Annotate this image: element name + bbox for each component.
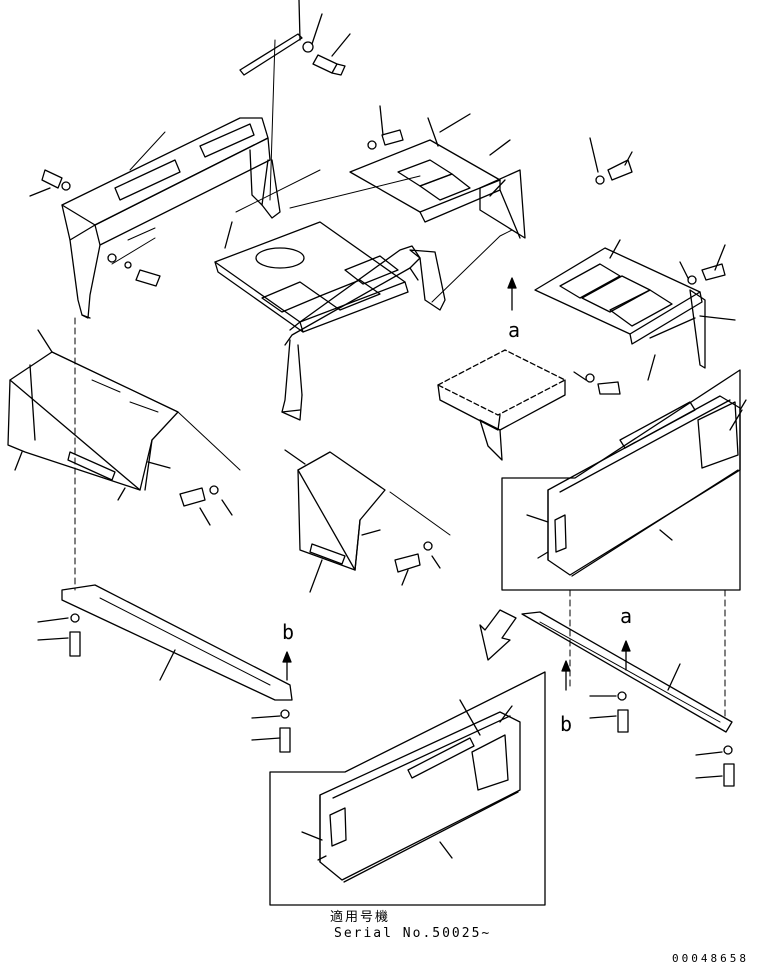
left-bottom-rail xyxy=(37,584,293,753)
left-upper-frame xyxy=(29,39,281,319)
center-tray xyxy=(437,349,621,461)
callout-label-b-left: b xyxy=(282,620,295,644)
callout-label-a-top: a xyxy=(508,318,521,342)
callout-label-a-right: a xyxy=(620,604,633,628)
serial-number: Serial No.50025~ xyxy=(334,926,492,941)
callout-label-b-right: b xyxy=(560,712,573,736)
serial-heading: 適用号機 xyxy=(330,910,391,925)
center-lower-panel xyxy=(284,449,451,593)
right-box-inset xyxy=(501,369,747,591)
direction-arrow xyxy=(479,609,517,661)
right-plate xyxy=(431,137,736,381)
left-side-panel xyxy=(7,329,241,526)
arrow-a-top xyxy=(507,277,517,311)
lower-box-inset xyxy=(269,671,546,906)
center-floor-plate xyxy=(214,169,409,333)
top-strap-assembly xyxy=(239,0,351,76)
document-number: 00048658 xyxy=(672,952,749,965)
right-bottom-rail xyxy=(521,611,735,787)
leader-lines xyxy=(74,317,726,721)
center-arch-frame xyxy=(281,245,446,421)
upper-right-plate xyxy=(289,105,526,239)
